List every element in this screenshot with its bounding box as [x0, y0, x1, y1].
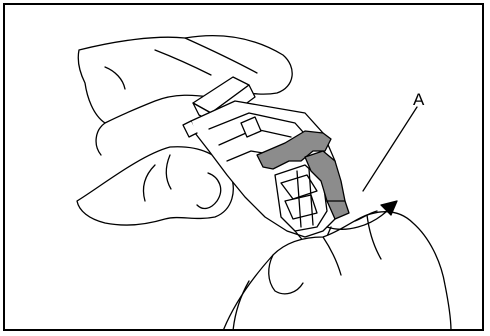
- left-fingers: [77, 147, 233, 225]
- callout-label-a: A: [413, 91, 424, 108]
- staple-cartridge-illustration: [5, 5, 484, 331]
- figure-frame: A: [3, 3, 484, 331]
- callout-leader-line: [363, 107, 417, 191]
